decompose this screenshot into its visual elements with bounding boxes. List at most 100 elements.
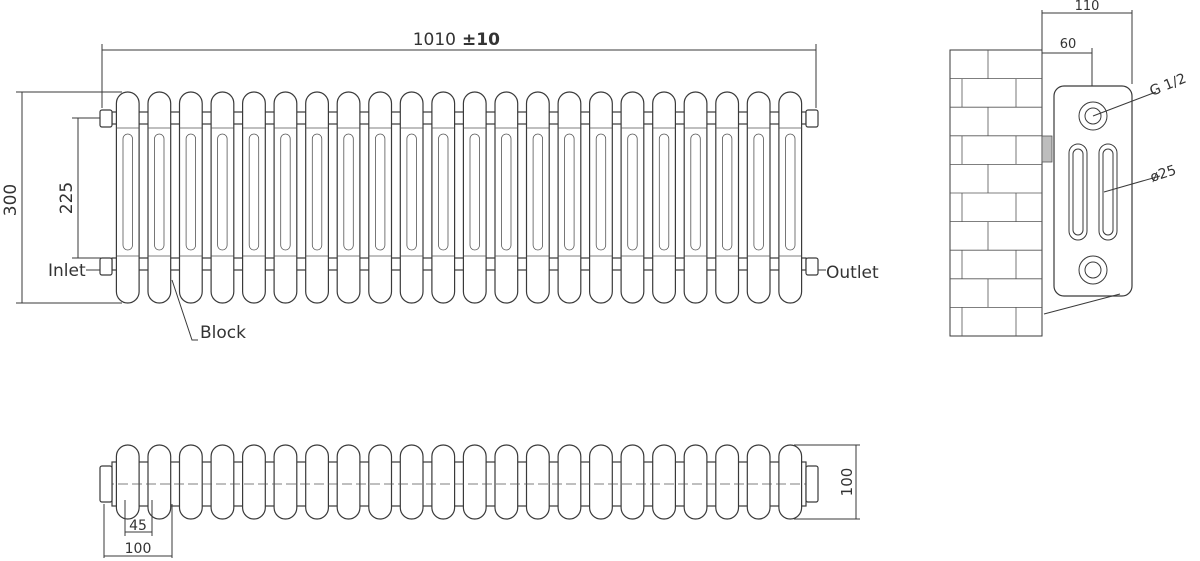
front-section bbox=[683, 91, 708, 304]
depth-label: 110 bbox=[1075, 0, 1100, 14]
top-section-fin bbox=[746, 444, 771, 520]
top-section-fin bbox=[715, 444, 740, 520]
front-section-tube bbox=[627, 133, 638, 251]
outlet-label: Outlet bbox=[826, 263, 879, 283]
front-section-tube bbox=[217, 133, 228, 251]
front-section-column bbox=[115, 91, 140, 304]
front-section-tube bbox=[406, 133, 417, 251]
front-section bbox=[115, 91, 140, 304]
front-section-tube bbox=[122, 133, 133, 251]
plug-bottom-right bbox=[805, 257, 819, 276]
bottom-port-inner bbox=[1084, 261, 1102, 279]
front-section bbox=[178, 91, 203, 304]
front-section bbox=[652, 91, 677, 304]
side-section-body bbox=[1053, 85, 1133, 297]
front-section-tube bbox=[374, 133, 386, 251]
front-section-tube bbox=[564, 133, 575, 251]
inlet-label: Inlet bbox=[48, 261, 86, 281]
front-sections bbox=[111, 91, 807, 304]
top-section-fin bbox=[273, 444, 298, 520]
front-section bbox=[715, 91, 740, 304]
front-section bbox=[620, 91, 645, 304]
front-section bbox=[494, 91, 519, 304]
front-section-tube bbox=[438, 133, 449, 251]
top-sections bbox=[111, 444, 807, 520]
front-section bbox=[525, 91, 550, 304]
bottom-port-outer bbox=[1078, 255, 1108, 285]
front-section-column bbox=[336, 91, 361, 304]
top-depth-label: 100 bbox=[838, 468, 856, 497]
top-port-inner bbox=[1084, 107, 1102, 125]
thread-label: G 1/2 bbox=[1148, 71, 1189, 100]
plug-bottom-left bbox=[99, 257, 113, 276]
front-section-column bbox=[683, 91, 708, 304]
front-section-column bbox=[273, 91, 298, 304]
top-section-fin bbox=[652, 444, 677, 520]
front-section bbox=[431, 91, 456, 304]
front-section-column bbox=[431, 91, 456, 304]
front-section bbox=[147, 91, 172, 304]
plug-top-left bbox=[99, 109, 113, 128]
front-section-tube bbox=[722, 133, 733, 251]
front-section-tube bbox=[185, 133, 197, 251]
front-section-tube bbox=[532, 133, 543, 251]
centers-label: 225 bbox=[57, 182, 77, 214]
wall-offset-label: 60 bbox=[1060, 37, 1077, 52]
tube-slot-left-inner bbox=[1072, 148, 1084, 236]
top-section-fin bbox=[115, 444, 140, 520]
front-section-column bbox=[652, 91, 677, 304]
top-section-fin bbox=[525, 444, 550, 520]
front-section-tube bbox=[753, 133, 764, 251]
front-section-tube bbox=[469, 133, 480, 251]
tube-slot-left bbox=[1068, 143, 1088, 241]
top-plug-left bbox=[99, 465, 113, 503]
front-section-tube bbox=[690, 133, 701, 251]
top-plug-right bbox=[805, 465, 819, 503]
top-port bbox=[1078, 101, 1108, 131]
front-section-column bbox=[242, 91, 266, 304]
top-section-fin bbox=[242, 444, 266, 520]
front-section bbox=[336, 91, 361, 304]
front-section-column bbox=[368, 91, 393, 304]
front-section-tube bbox=[311, 133, 323, 251]
front-section bbox=[305, 91, 330, 304]
offset-label: 45 bbox=[129, 518, 147, 534]
front-section-column bbox=[494, 91, 519, 304]
front-section-tube bbox=[658, 133, 670, 251]
front-section bbox=[557, 91, 582, 304]
tube-slot-right-inner bbox=[1102, 148, 1114, 236]
thread-leader bbox=[1092, 91, 1157, 117]
front-section-column bbox=[620, 91, 645, 304]
front-section-tube bbox=[248, 133, 260, 251]
width-label: 1010 bbox=[413, 30, 456, 50]
top-section-fin bbox=[431, 444, 456, 520]
top-section-fin bbox=[178, 444, 203, 520]
top-section-fin bbox=[305, 444, 330, 520]
front-section bbox=[778, 91, 803, 304]
front-section-column bbox=[147, 91, 172, 304]
front-section bbox=[588, 91, 613, 304]
front-section-tube bbox=[785, 133, 796, 251]
top-section-fin bbox=[683, 444, 708, 520]
front-section-column bbox=[462, 91, 487, 304]
top-port-outer bbox=[1078, 101, 1108, 131]
front-section-column bbox=[715, 91, 740, 304]
plug-top-right bbox=[805, 109, 819, 128]
front-section bbox=[242, 91, 266, 304]
top-section-fin bbox=[588, 444, 613, 520]
top-section-fin bbox=[620, 444, 645, 520]
tube-label: ø25 bbox=[1148, 162, 1178, 185]
front-section bbox=[210, 91, 235, 304]
front-section-column bbox=[525, 91, 550, 304]
front-section-tube bbox=[280, 133, 291, 251]
block-leader bbox=[171, 279, 198, 341]
wall-bricks bbox=[950, 50, 1042, 336]
front-section bbox=[368, 91, 393, 304]
side-view: 110 60 G 1/2 ø25 bbox=[949, 0, 1189, 337]
top-section-fin bbox=[210, 444, 235, 520]
front-section-column bbox=[399, 91, 424, 304]
front-section-column bbox=[178, 91, 203, 304]
top-section-fin bbox=[336, 444, 361, 520]
front-section-column bbox=[210, 91, 235, 304]
